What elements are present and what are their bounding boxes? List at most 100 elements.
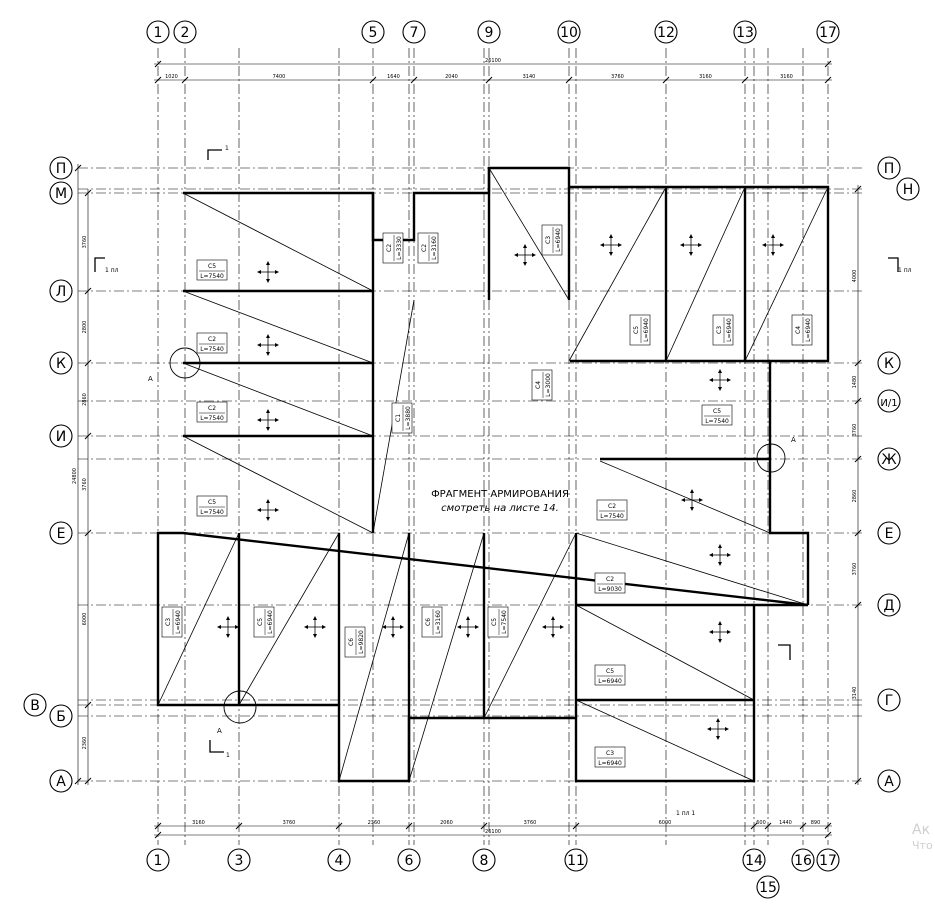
axis-left-М: М [49,181,73,205]
support-cross [600,234,622,256]
slab-length: L=7540 [200,415,224,422]
support-cross [680,234,702,256]
axis-bottom-6: 6 [397,848,421,872]
dim-tick [84,529,92,537]
bottom-chain-value: 600 [756,820,766,826]
node-label-2: А [791,436,796,444]
slab-id: C5 [257,618,264,626]
bottom-total: 26100 [485,829,501,835]
slab-label: C5L=7540 [196,495,228,517]
dim-tick [854,777,862,785]
slab-length: L=6940 [267,610,274,634]
axis-bottom-1: 1 [146,848,170,872]
slab-id: C5 [606,668,614,675]
axis-top-9: 9 [477,20,501,44]
fragment-note: ФРАГМЕНТ АРМИРОВАНИЯ смотреть на листе 1… [431,489,569,514]
slab-length: L=6940 [805,318,812,342]
slab-id: C3 [716,326,723,334]
slab-diagonal [182,435,374,534]
top-chain-value: 7400 [273,74,286,80]
axis-bottom-8-label: 8 [480,853,489,869]
fragment-note-sub: смотреть на листе 14. [441,503,559,514]
axis-bottom-11: 11 [564,848,588,872]
slab-label: C5L=6940 [594,664,626,686]
axis-bottom-6-label: 6 [405,853,414,869]
support-cross [709,369,731,391]
slab-diagonal [182,362,374,437]
axis-left-Л-label: Л [56,284,67,300]
slab-id: C2 [421,244,428,252]
slab-length: L=9820 [358,630,365,654]
axis-left-П-label: П [56,161,67,177]
slab-diagonal [488,167,570,301]
dim-tick [84,359,92,367]
axis-right-7-label: Г [885,693,894,709]
slab-id: C4 [535,381,542,389]
slab-id: C3 [165,618,172,626]
support-cross [304,616,326,638]
dim-tick [824,60,832,68]
axis-right-8-label: А [884,774,894,790]
axis-top-13-label: 13 [736,25,754,41]
slab-length: L=3330 [396,236,403,260]
dim-tick [74,777,82,785]
axis-right-3-label: И/1 [880,398,897,409]
grid-lines [78,48,865,845]
bottom-chain-value: 2360 [368,820,381,826]
axis-left-Е: Е [49,521,73,545]
slab-diagonal [182,290,374,364]
slab-diagonal [665,186,746,362]
slab-label: C2L=7540 [196,401,228,423]
axis-left-В-label: В [30,698,40,714]
axis-top-9-label: 9 [485,25,494,41]
axis-top-1: 1 [146,20,170,44]
axis-left-Е-label: Е [57,526,66,542]
left-total: 24800 [72,468,78,484]
node-label-3: А [217,727,222,735]
axis-bottom-16: 16 [791,848,815,872]
slab-diagonal [238,532,340,706]
axis-right-1: Н [896,177,920,201]
dim-tick [854,185,862,193]
left-chain-value: 3760 [82,478,88,491]
axis-bottom-4-label: 4 [335,853,344,869]
bottom-chain-value: 6000 [659,820,672,826]
slab-id: C3 [606,750,614,757]
slab-id: C6 [425,618,432,626]
slab-label: C2L=7540 [196,332,228,354]
axis-top-12: 12 [654,20,678,44]
section-mark-labels: 1 1 пл 1 пл 1 1 пл 1 [105,145,912,817]
axis-bottom-4: 4 [327,848,351,872]
dim-tick [235,822,243,830]
axis-top-12-label: 12 [657,25,675,41]
slab-length: L=7540 [200,346,224,353]
dim-tick [854,359,862,367]
slab-diagonal [483,532,577,719]
slab-id: C2 [208,336,216,343]
slab-label: C5L=7540 [196,259,228,281]
axis-left-И-label: И [56,429,66,445]
dim-tick [480,822,488,830]
axis-right-4: Ж [877,447,901,471]
slab-length: L=3160 [431,236,438,260]
axis-left-Л: Л [49,279,73,303]
left-chain-value: 3760 [82,236,88,249]
axis-top-2: 2 [173,20,197,44]
slab-id: C2 [208,405,216,412]
dim-tick [74,164,82,172]
axis-bottom-11-label: 11 [567,853,585,869]
slab-id: C6 [348,638,355,646]
dim-tick [154,76,162,84]
dim-tick [84,777,92,785]
left-chain-value: 2800 [82,321,88,334]
slab-length: L=7540 [600,513,624,520]
support-cross [257,334,279,356]
section-label-br: 1 пл 1 [676,810,695,817]
axis-bottom-15: 15 [756,875,780,899]
dim-tick [154,60,162,68]
slab-label: C2L=9030 [594,572,626,594]
axis-right-7: Г [877,688,901,712]
